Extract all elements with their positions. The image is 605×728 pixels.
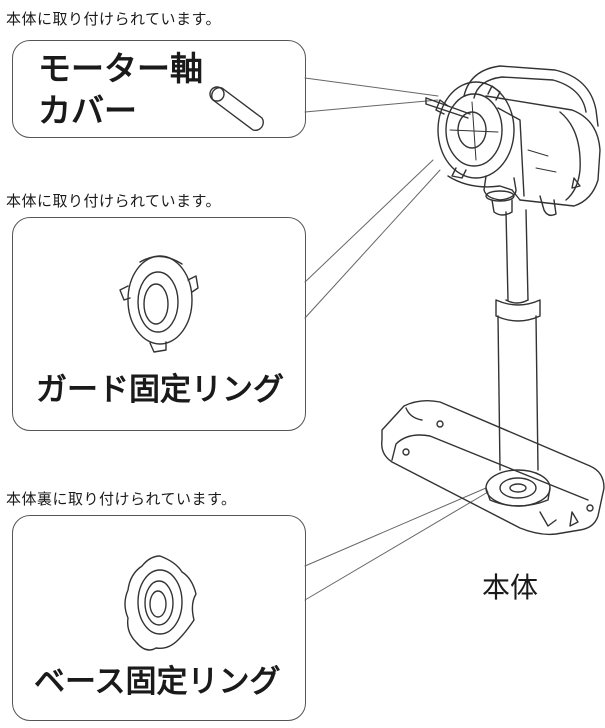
main-body-label: 本体 <box>482 571 539 604</box>
base-ring-note: 本体裏に取り付けられています。 <box>6 490 237 508</box>
guard-ring-label: ガード固定リング <box>36 372 284 408</box>
motor-cover-note: 本体に取り付けられています。 <box>6 10 222 28</box>
motor-shaft-cover-icon <box>209 86 264 132</box>
motor-cover-label-line2: カバー <box>38 91 137 130</box>
guard-ring-icon <box>119 255 199 353</box>
leader-lines <box>304 77 489 601</box>
base-ring-icon <box>124 555 197 651</box>
main-body-icon <box>381 65 605 536</box>
motor-cover-box <box>12 40 306 138</box>
guard-ring-note: 本体に取り付けられています。 <box>6 192 222 210</box>
motor-cover-label-line1: モーター軸 <box>38 49 203 88</box>
base-ring-box <box>12 515 306 721</box>
base-ring-label: ベース固定リング <box>34 664 281 700</box>
